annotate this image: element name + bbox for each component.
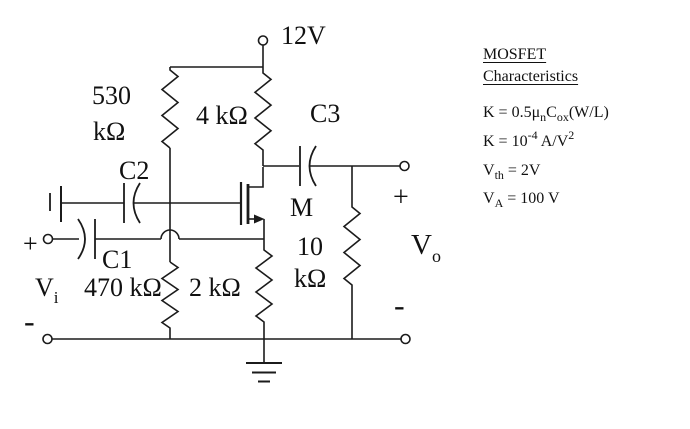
equation-vth: Vth = 2V bbox=[483, 162, 541, 182]
output-voltage-subscript: o bbox=[431, 246, 441, 266]
output-plus-sign: + bbox=[393, 182, 409, 213]
capacitor-c2 bbox=[123, 182, 141, 224]
resistor-530k-label-unit: kΩ bbox=[93, 117, 126, 146]
input-plus-sign: + bbox=[23, 229, 38, 258]
output-terminal-top bbox=[399, 160, 410, 172]
output-terminal-bottom bbox=[400, 333, 411, 345]
capacitor-c2-label: C2 bbox=[119, 156, 150, 185]
characteristics-title-line2: Characteristics bbox=[483, 68, 579, 85]
output-minus-sign: - bbox=[394, 287, 405, 323]
circuit-drawing bbox=[42, 35, 411, 383]
output-voltage-symbol: V bbox=[411, 229, 432, 261]
characteristics-title: MOSFET Characteristics bbox=[483, 44, 578, 88]
equation-va: VA = 100 V bbox=[483, 190, 560, 210]
resistor-530k-label-value: 530 bbox=[92, 81, 131, 110]
input-voltage-subscript: i bbox=[53, 288, 59, 307]
input-terminal-top bbox=[42, 233, 54, 245]
characteristics-title-line1: MOSFET bbox=[483, 46, 547, 63]
resistor-2k-label: 2 kΩ bbox=[189, 273, 241, 302]
input-voltage-label: Vi bbox=[35, 273, 59, 307]
resistor-470k-label: 470 kΩ bbox=[84, 273, 162, 302]
input-minus-sign: - bbox=[24, 303, 35, 339]
resistor-10k-label-unit: kΩ bbox=[294, 264, 327, 293]
capacitor-c1-label: C1 bbox=[102, 245, 133, 274]
output-voltage-label: Vo bbox=[411, 229, 441, 266]
resistor-4k-label: 4 kΩ bbox=[196, 101, 248, 130]
ground-icon bbox=[246, 339, 282, 383]
resistor-10k bbox=[342, 166, 362, 339]
resistor-2k bbox=[254, 239, 274, 339]
ac-ground-icon bbox=[49, 186, 62, 222]
mosfet-symbol bbox=[239, 167, 265, 239]
input-terminal-bottom bbox=[42, 333, 53, 345]
supply-terminal bbox=[257, 35, 269, 67]
wire-crossover-hop bbox=[160, 229, 180, 240]
equation-k-value: K = 10-4 A/V2 bbox=[483, 128, 575, 150]
supply-voltage-label: 12V bbox=[281, 21, 326, 50]
capacitor-c1 bbox=[77, 218, 96, 260]
resistor-10k-label-value: 10 bbox=[297, 232, 323, 261]
equation-k-definition: K = 0.5μnCox(W/L) bbox=[483, 104, 609, 124]
resistor-4k bbox=[253, 67, 273, 166]
mosfet-label: M bbox=[290, 193, 314, 222]
resistor-470k bbox=[160, 261, 180, 339]
resistor-530k bbox=[160, 67, 180, 149]
capacitor-c3-label: C3 bbox=[310, 99, 341, 128]
input-voltage-symbol: V bbox=[35, 273, 54, 302]
